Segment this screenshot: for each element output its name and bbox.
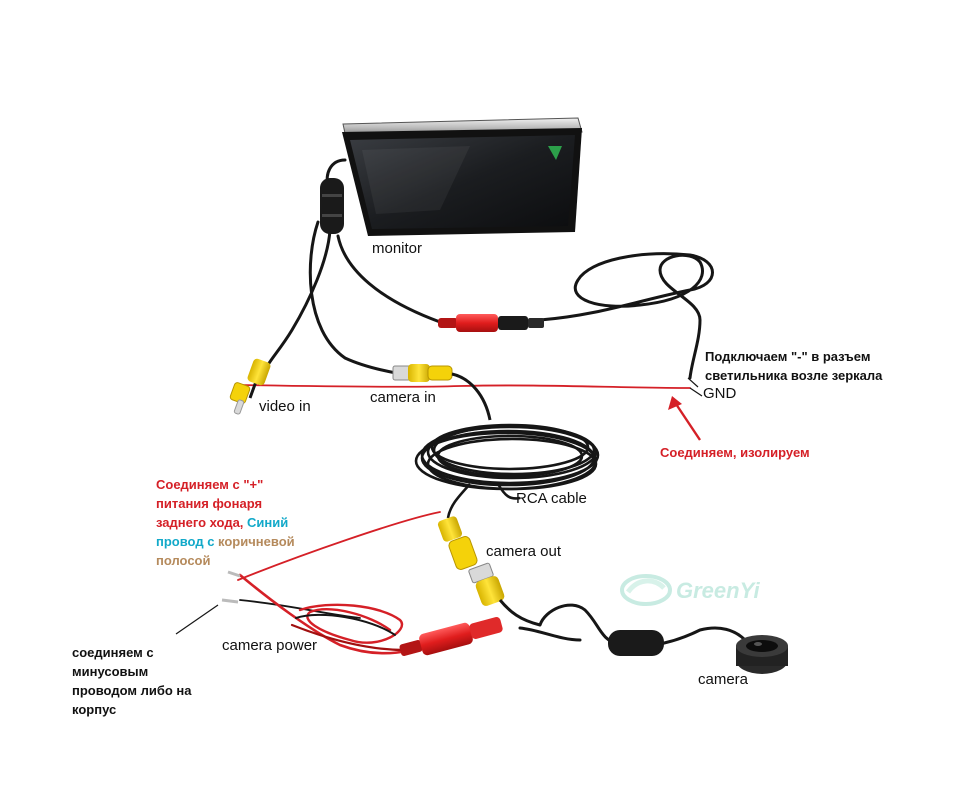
label-video-in: video in [259, 398, 311, 415]
video-in-plug [229, 358, 271, 415]
label-camera-out: camera out [486, 543, 562, 560]
monitor-power-cable [239, 252, 714, 389]
label-monitor: monitor [372, 240, 423, 257]
camera-cable-filter [608, 630, 664, 656]
label-gnd: GND [703, 385, 737, 402]
note-gnd-connect-line1: Подключаем "-" в разъем [705, 349, 871, 364]
note-plus-power-line4-brown: коричневой [218, 534, 295, 549]
note-plus-power-line2: питания фонаря [156, 496, 263, 511]
note-minus-connect-line1: соединяем с [72, 645, 154, 660]
label-camera-power: camera power [222, 637, 318, 654]
note-plus-power-line3-red: заднего хода, [156, 515, 248, 530]
camera-power-cable [237, 511, 441, 655]
camera-in-connector [344, 356, 492, 421]
wire-ends [221, 570, 241, 604]
note-plus-power-line5: полосой [156, 553, 211, 568]
note-minus-connect-line2: минусовым [72, 664, 149, 679]
rca-cable-coil [414, 423, 600, 519]
arrow-red [668, 396, 701, 441]
monitor-cable [262, 158, 442, 374]
watermark-text: GreenYi [676, 578, 760, 603]
camera-power-plug [399, 617, 503, 656]
note-minus-connect: соединяем с минусовым проводом либо на к… [72, 643, 192, 719]
note-gnd-connect-line2: светильника возле зеркала [705, 368, 883, 383]
note-gnd-connect: Подключаем "-" в разъем светильника возл… [705, 347, 882, 385]
note-minus-connect-line3: проводом либо на [72, 683, 192, 698]
camera-device [736, 635, 788, 674]
note-plus-power: Соединяем с "+" питания фонаря заднего х… [156, 475, 295, 570]
note-plus-power-line1: Соединяем с "+" [156, 477, 264, 492]
label-camera-in: camera in [370, 389, 436, 406]
watermark-logo-icon [620, 574, 672, 606]
monitor-power-plug [438, 314, 544, 332]
arrow-minus-pointer [175, 604, 219, 635]
note-join-isolate: Соединяем, изолируем [660, 445, 810, 460]
monitor-device [342, 117, 583, 236]
cable-splitter [320, 178, 344, 234]
label-camera: camera [698, 671, 749, 688]
note-plus-power-line3-cyan: Синий [247, 515, 289, 530]
camera-out-connector [437, 516, 541, 627]
note-minus-connect-line4: корпус [72, 702, 117, 717]
gnd-pointer [687, 377, 703, 397]
note-plus-power-line4-cyan: провод с [156, 534, 219, 549]
label-rca-cable: RCA cable [516, 490, 587, 507]
